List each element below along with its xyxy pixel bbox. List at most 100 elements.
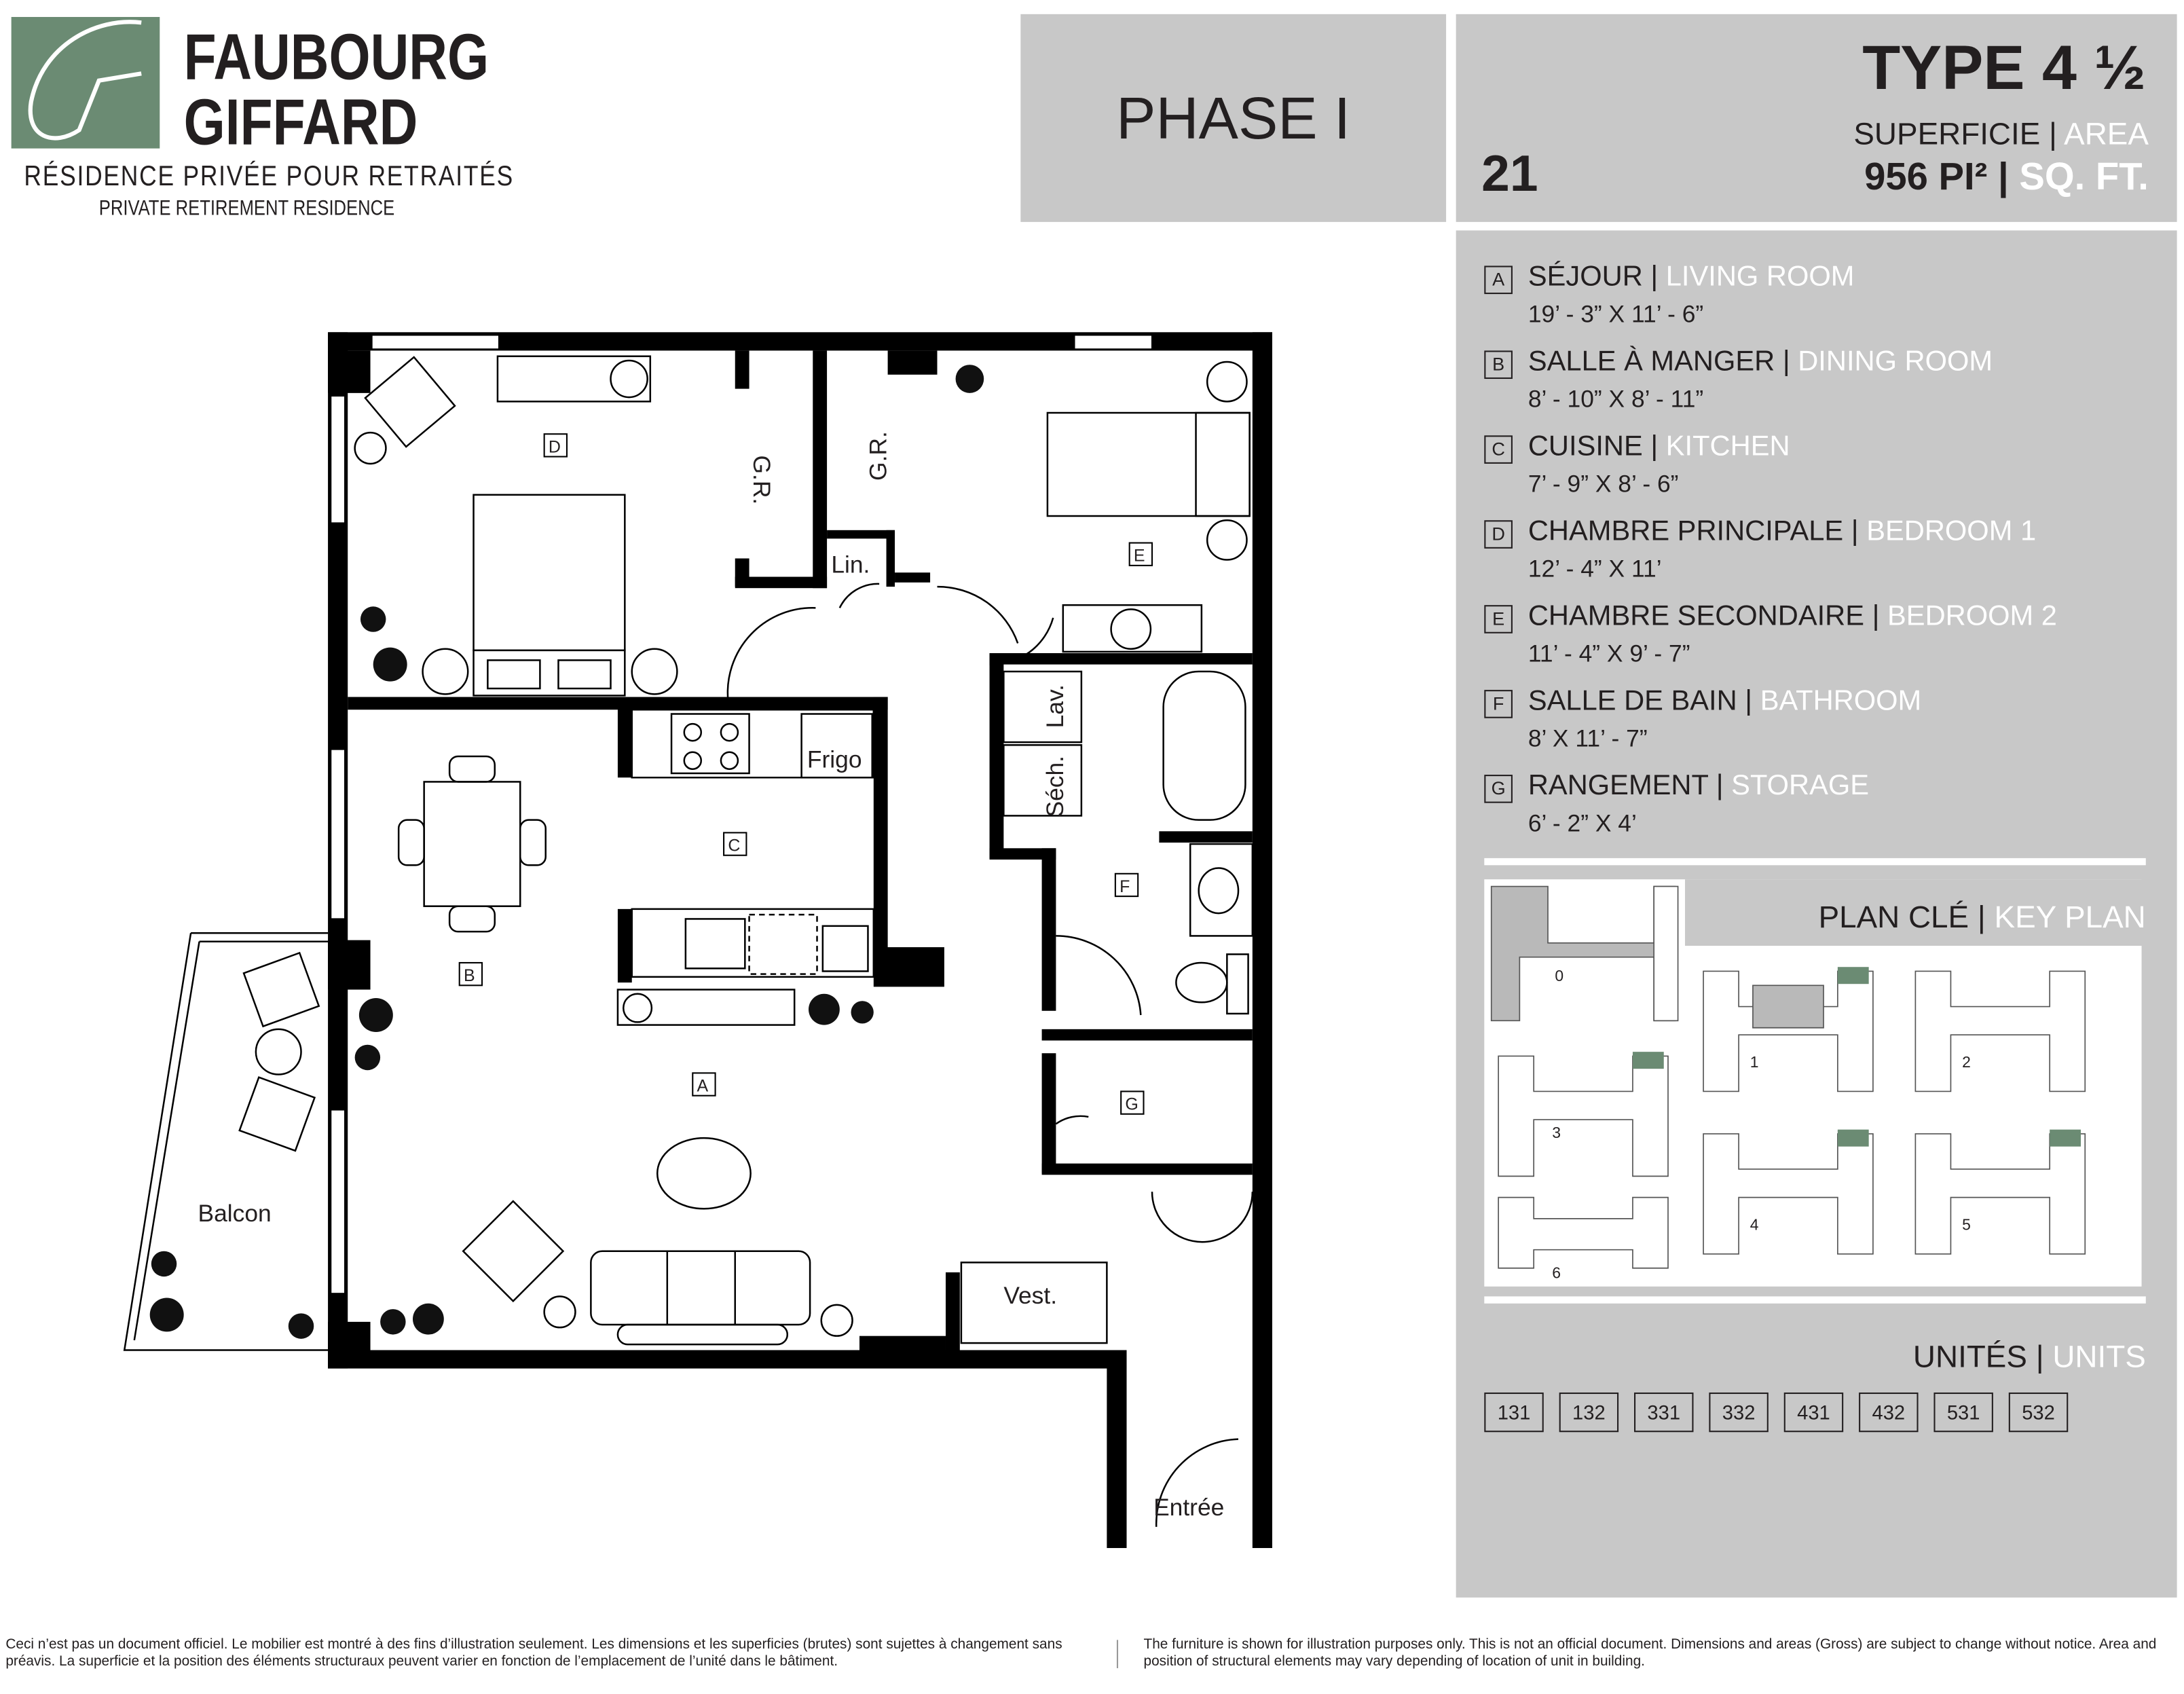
floor-label: 2 bbox=[1962, 1053, 1971, 1071]
units-title: UNITÉS | UNITS bbox=[1913, 1339, 2146, 1376]
label-closet-2: G.R. bbox=[866, 431, 892, 481]
tagline-fr: RÉSIDENCE PRIVÉE POUR RETRAITÉS bbox=[24, 161, 515, 193]
divider bbox=[1484, 1296, 2146, 1304]
unit-badge: 531 bbox=[1933, 1392, 1993, 1433]
units-title-fr: UNITÉS bbox=[1912, 1338, 2027, 1374]
tagline-en: PRIVATE RETIREMENT RESIDENCE bbox=[98, 196, 395, 221]
phase-box: PHASE I bbox=[1020, 14, 1447, 222]
unit-highlight bbox=[1632, 967, 2081, 1147]
room-en: BATHROOM bbox=[1760, 685, 1922, 717]
label-entrance: Entrée bbox=[1153, 1494, 1224, 1521]
key-plan-header bbox=[1684, 879, 2146, 946]
key-plan-drawing: 0 1 2 3 4 5 6 bbox=[1490, 885, 2086, 1281]
label-balcony: Balcon bbox=[198, 1200, 272, 1227]
area-value: 956 PI² | SQ. FT. bbox=[1864, 155, 2149, 200]
separator: | bbox=[1997, 155, 2009, 198]
unit-number: 21 bbox=[1481, 144, 1538, 202]
room-letter: C bbox=[1484, 435, 1513, 464]
walls bbox=[328, 332, 1272, 1549]
key-plan-title-en: KEY PLAN bbox=[1994, 899, 2146, 935]
unit-badge: 432 bbox=[1859, 1392, 1919, 1433]
room-title: CHAMBRE SECONDAIRE | BEDROOM 2 bbox=[1528, 601, 2057, 633]
room-en: DINING ROOM bbox=[1798, 346, 1993, 378]
key-plan: 0 1 2 3 4 5 6 bbox=[1484, 879, 2142, 1287]
room-letter: E bbox=[1484, 605, 1513, 633]
room-letter: F bbox=[1484, 690, 1513, 718]
room-title: CHAMBRE PRINCIPALE | BEDROOM 1 bbox=[1528, 516, 2036, 549]
area-value-fr: 956 PI² bbox=[1864, 155, 1988, 198]
marker-d: D bbox=[549, 437, 561, 456]
windows bbox=[330, 334, 1153, 1295]
brand-line2: GIFFARD bbox=[183, 84, 418, 159]
separator: | bbox=[2049, 115, 2057, 151]
room-title: SALLE DE BAIN | BATHROOM bbox=[1528, 686, 1921, 718]
room-fr: SALLE DE BAIN bbox=[1528, 685, 1737, 717]
marker-e: E bbox=[1134, 547, 1145, 566]
unit-badge: 532 bbox=[2008, 1392, 2069, 1433]
room-title: RANGEMENT | STORAGE bbox=[1528, 771, 1869, 803]
disclaimer-fr: Ceci n’est pas un document officiel. Le … bbox=[5, 1637, 1062, 1670]
label-dryer: Séch. bbox=[1042, 756, 1069, 817]
divider bbox=[1484, 858, 2146, 866]
furniture bbox=[123, 355, 1254, 1527]
logo-g-icon bbox=[28, 20, 142, 141]
separator: | bbox=[2035, 1338, 2044, 1374]
marker-b: B bbox=[464, 966, 475, 985]
unit-badge: 331 bbox=[1634, 1392, 1694, 1433]
floor-label: 3 bbox=[1552, 1124, 1561, 1141]
floor-label: 4 bbox=[1750, 1216, 1759, 1234]
brand-line1: FAUBOURG bbox=[183, 20, 489, 94]
room-letter: G bbox=[1484, 775, 1513, 803]
room-fr: CHAMBRE SECONDAIRE bbox=[1528, 600, 1865, 632]
room-en: LIVING ROOM bbox=[1665, 261, 1855, 293]
label-fridge: Frigo bbox=[807, 747, 862, 773]
room-dims: 8’ - 10” X 8’ - 11” bbox=[1528, 386, 1704, 413]
room-title: CUISINE | KITCHEN bbox=[1528, 431, 1790, 464]
room-dims: 6’ - 2” X 4’ bbox=[1528, 810, 1637, 837]
key-plan-title: PLAN CLÉ | KEY PLAN bbox=[1819, 899, 2146, 936]
separator: | bbox=[1782, 346, 1790, 378]
separator: | bbox=[1650, 431, 1659, 462]
marker-a: A bbox=[697, 1076, 709, 1095]
room-dims: 12’ - 4” X 11’ bbox=[1528, 555, 1662, 583]
room-letter: A bbox=[1484, 265, 1513, 295]
unit-type-title: TYPE 4 ½ bbox=[1862, 33, 2146, 104]
label-linen: Lin. bbox=[831, 551, 870, 578]
floor-label: 0 bbox=[1555, 967, 1563, 984]
unit-badge: 132 bbox=[1559, 1392, 1619, 1433]
unit-badge: 131 bbox=[1484, 1392, 1544, 1433]
disclaimer-en: The furniture is shown for illustration … bbox=[1143, 1637, 2157, 1670]
room-fr: CHAMBRE PRINCIPALE bbox=[1528, 516, 1844, 547]
unit-type-box: TYPE 4 ½ SUPERFICIE | AREA 956 PI² | SQ.… bbox=[1456, 14, 2177, 222]
footer-divider bbox=[1116, 1640, 1119, 1668]
room-dims: 7’ - 9” X 8’ - 6” bbox=[1528, 471, 1679, 498]
room-markers: A B C D E F G bbox=[458, 433, 1153, 1115]
area-unit-en: SQ. FT. bbox=[2019, 155, 2149, 198]
separator: | bbox=[1851, 516, 1859, 547]
key-plan-title-fr: PLAN CLÉ bbox=[1818, 899, 1969, 935]
room-dims: 8’ X 11’ - 7” bbox=[1528, 725, 1648, 752]
room-fr: SALLE À MANGER bbox=[1528, 346, 1775, 378]
label-washer: Lav. bbox=[1042, 684, 1069, 728]
room-en: KITCHEN bbox=[1665, 431, 1790, 462]
room-letter: D bbox=[1484, 520, 1513, 549]
room-letter: B bbox=[1484, 350, 1513, 380]
separator: | bbox=[1872, 600, 1880, 632]
area-label-en: AREA bbox=[2064, 115, 2149, 151]
phase-label: PHASE I bbox=[1116, 84, 1351, 151]
room-en: BEDROOM 1 bbox=[1866, 516, 2037, 547]
logo-mark bbox=[11, 16, 160, 149]
room-en: STORAGE bbox=[1731, 770, 1870, 802]
separator: | bbox=[1977, 899, 1986, 935]
units-title-en: UNITS bbox=[2052, 1338, 2146, 1374]
separator: | bbox=[1716, 770, 1724, 802]
area-label: SUPERFICIE | AREA bbox=[1853, 116, 2149, 153]
room-fr: SÉJOUR bbox=[1528, 261, 1643, 293]
marker-g: G bbox=[1125, 1095, 1138, 1114]
room-title: SÉJOUR | LIVING ROOM bbox=[1528, 261, 1855, 294]
unit-badge: 431 bbox=[1783, 1392, 1844, 1433]
floor-label: 1 bbox=[1750, 1053, 1759, 1071]
balcony-outline bbox=[123, 932, 329, 1351]
marker-f: F bbox=[1119, 877, 1130, 896]
separator: | bbox=[1650, 261, 1659, 293]
